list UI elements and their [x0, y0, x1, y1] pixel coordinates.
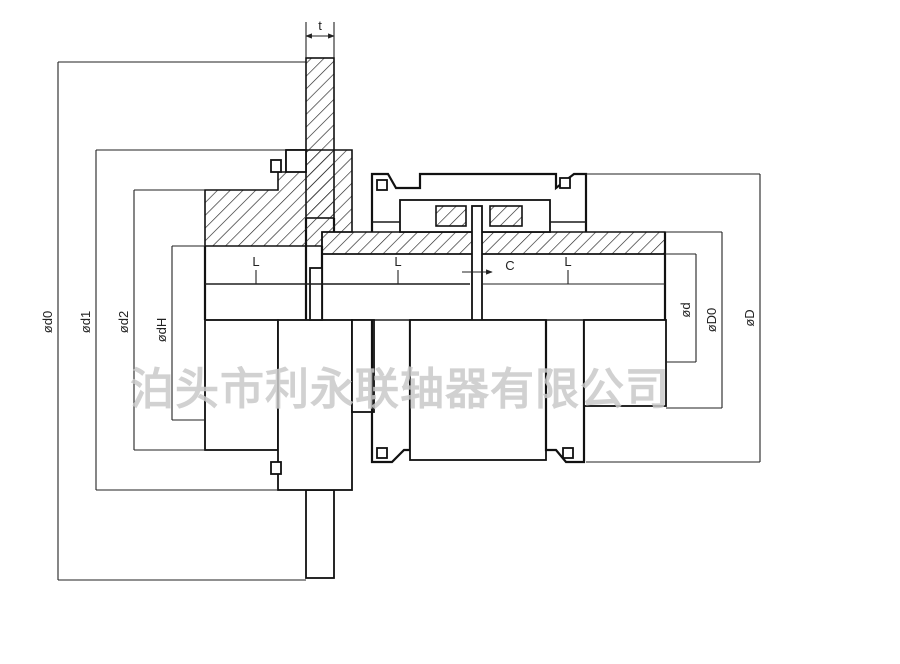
label-dh: ødH [154, 318, 169, 343]
right-hub [321, 172, 667, 464]
label-d2: ød2 [116, 311, 131, 333]
label-D: øD [742, 309, 757, 326]
label-d: ød [678, 302, 693, 317]
label-d0: ød0 [40, 311, 55, 333]
label-d1: ød1 [78, 311, 93, 333]
dimension-lines [57, 22, 761, 581]
label-C: C [505, 258, 514, 273]
watermark: 泊头市利永联轴器有限公司 [130, 364, 670, 415]
bolt-head-lower [270, 461, 282, 475]
dimension-text: ød0 ød1 ød2 ødH ød øD0 øD L L L C t [40, 18, 757, 342]
label-L-mid: L [394, 254, 401, 269]
label-t: t [318, 18, 322, 33]
left-hub [204, 149, 353, 491]
bolt-head-upper [270, 159, 282, 173]
label-D0: øD0 [704, 308, 719, 333]
label-L-right: L [564, 254, 571, 269]
label-L-left: L [252, 254, 259, 269]
